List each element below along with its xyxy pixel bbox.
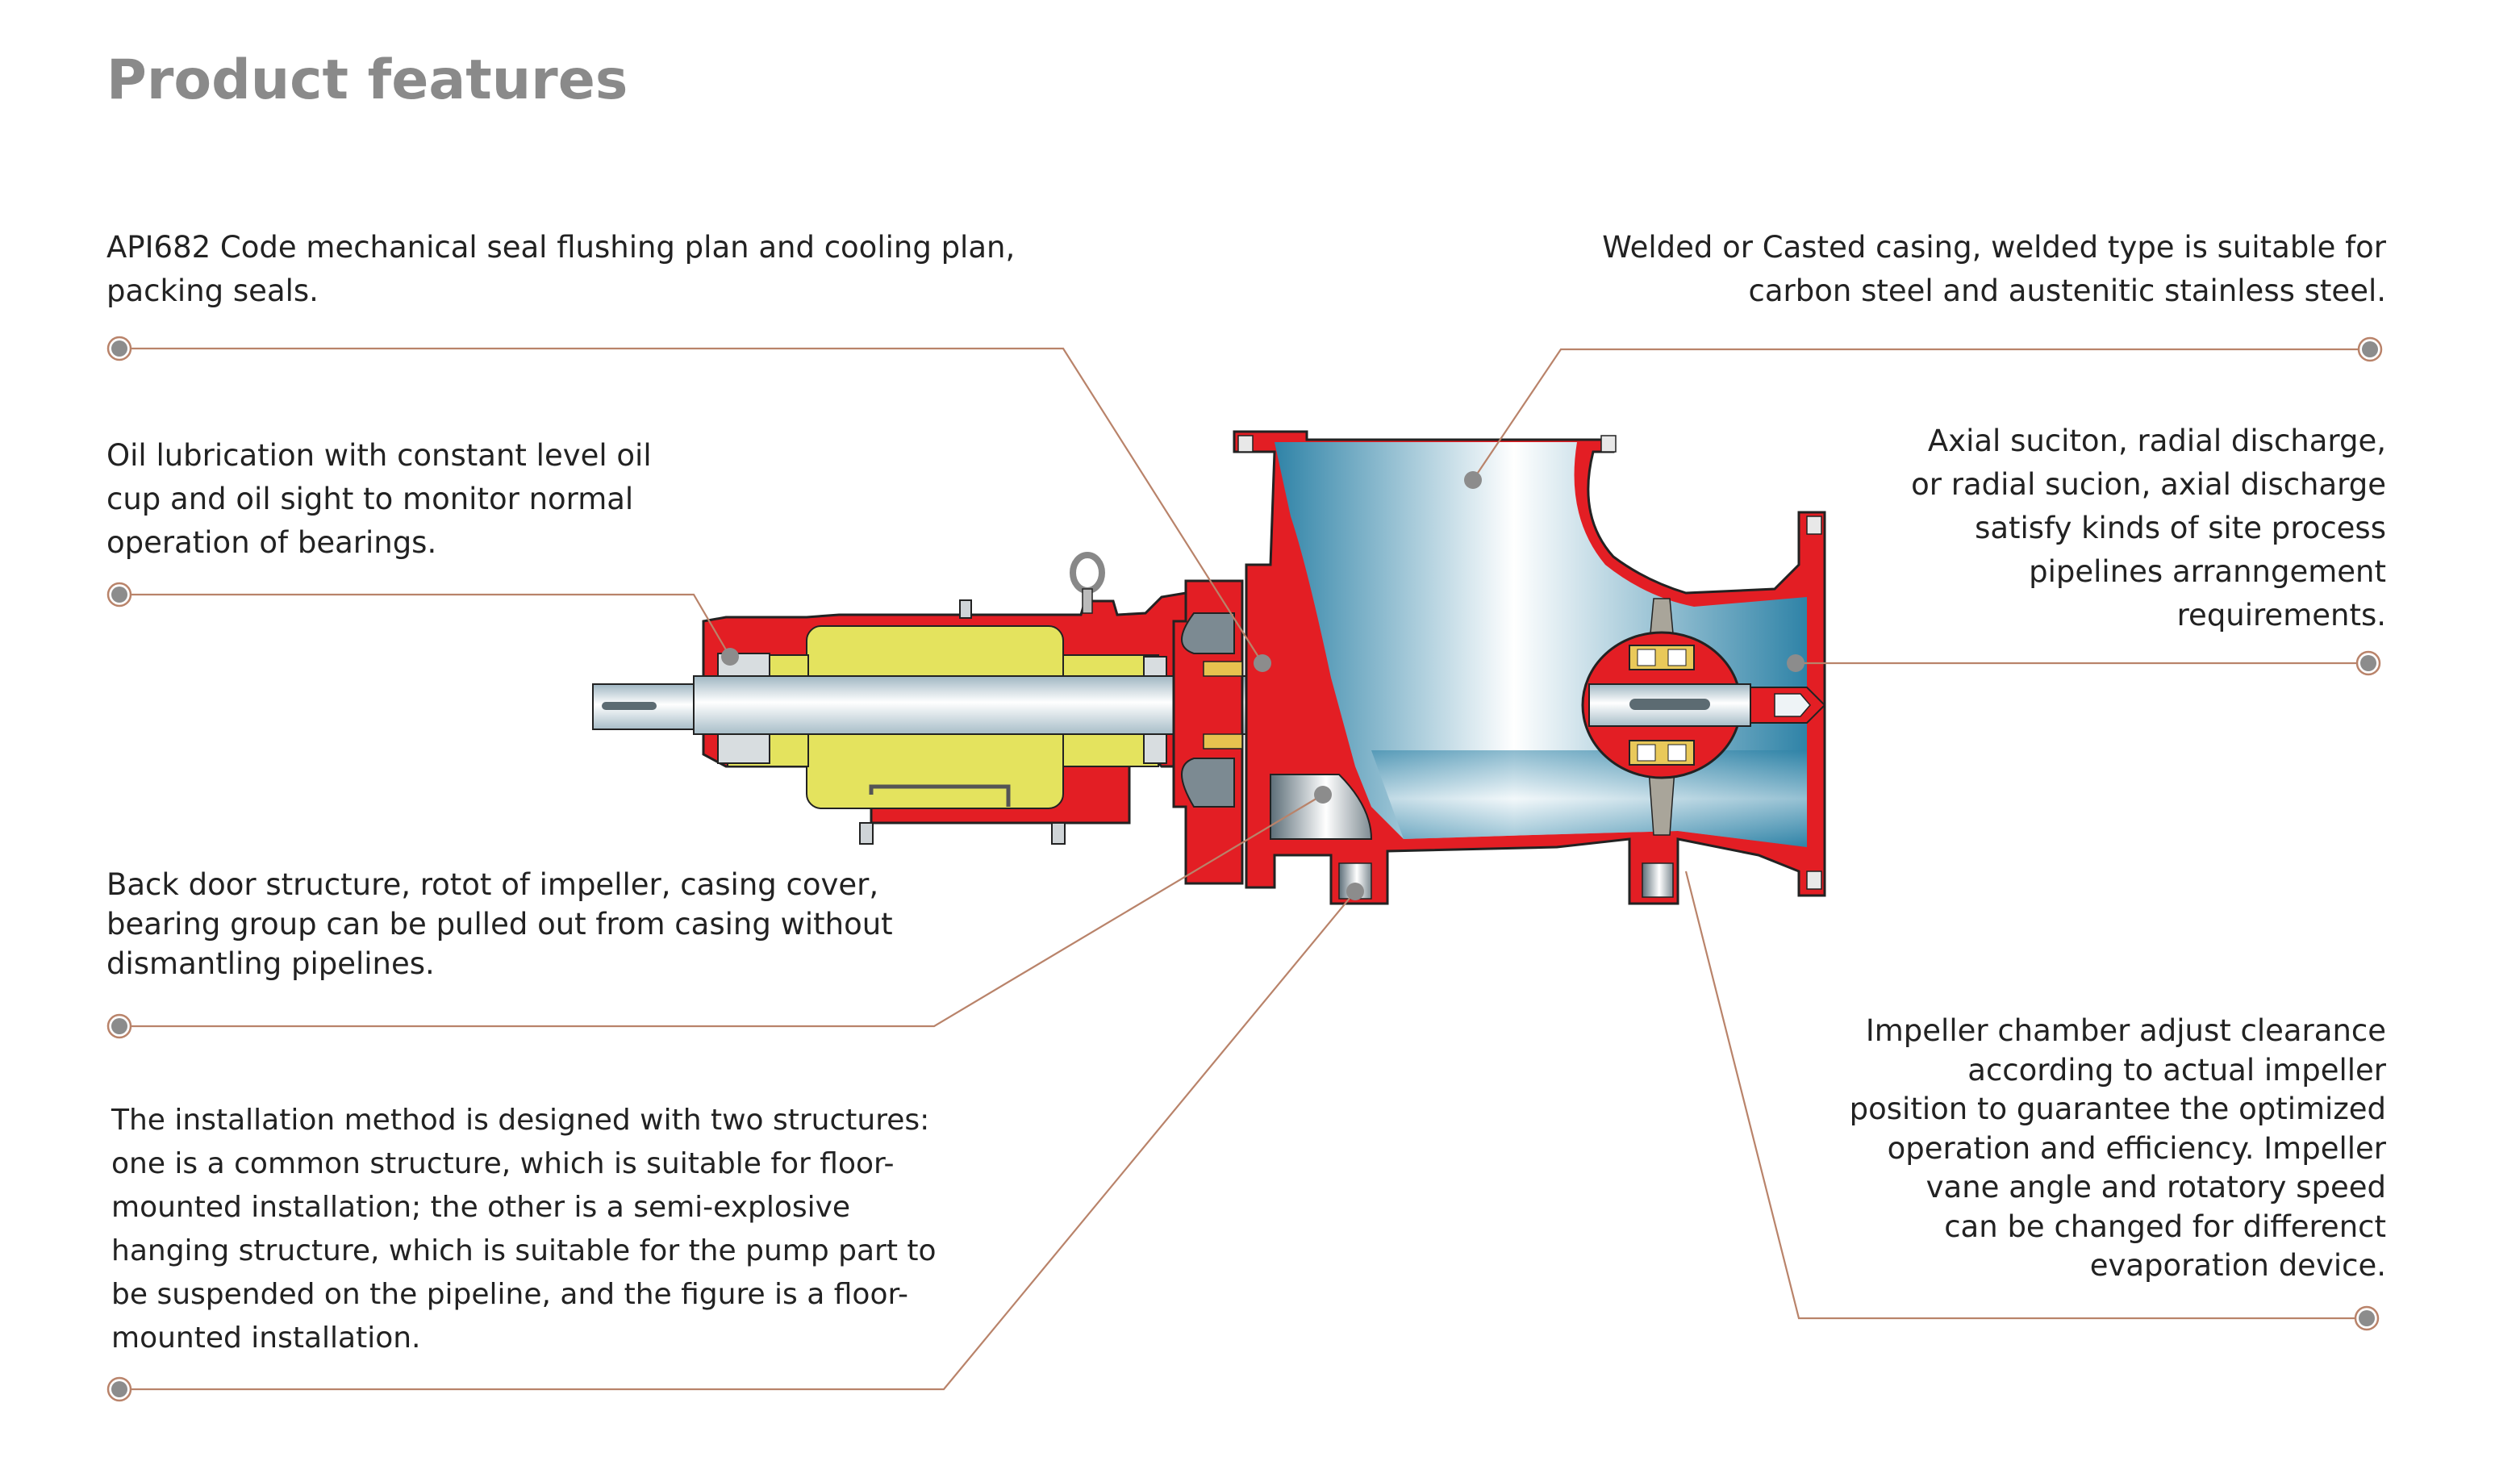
- callout-line: packing seals.: [106, 273, 319, 308]
- marker-seal-icon: [106, 336, 132, 361]
- mechanical-seal: [1203, 661, 1243, 677]
- callout-line: mounted installation; the other is a sem…: [111, 1191, 851, 1224]
- connector-lines: [127, 347, 2368, 1391]
- callout-line: requirements.: [2176, 598, 2386, 633]
- callout-line: API682 Code mechanical seal flushing pla…: [106, 230, 1016, 265]
- callout-line: vane angle and rotatory speed: [1925, 1170, 2386, 1205]
- callout-line: mounted installation.: [111, 1321, 421, 1355]
- callout-line: can be changed for differenct: [1944, 1209, 2386, 1244]
- connector-seal: [127, 347, 1263, 664]
- callout-line: according to actual impeller: [1967, 1052, 2386, 1088]
- anchor-dot: [721, 648, 739, 666]
- callout-impeller: Impeller chamber adjust clearance accord…: [1850, 1012, 2386, 1286]
- callout-line: one is a common structure, which is suit…: [111, 1147, 895, 1180]
- marker-lubrication-icon: [106, 582, 132, 607]
- connector-back-door: [127, 794, 1324, 1028]
- callout-line: evaporation device.: [2089, 1248, 2386, 1283]
- drain-plug: [859, 822, 874, 845]
- callout-line: or radial sucion, axial discharge: [1911, 467, 2386, 502]
- page-title: Product features: [106, 48, 628, 112]
- keyway: [602, 702, 657, 710]
- callout-back-door: Back door structure, rotot of impeller, …: [106, 865, 893, 983]
- callout-seal: API682 Code mechanical seal flushing pla…: [106, 226, 1015, 313]
- callout-suction: Axial suciton, radial discharge, or radi…: [1911, 420, 2386, 637]
- drain-plug: [1051, 822, 1066, 845]
- callout-line: dismantling pipelines.: [106, 946, 435, 981]
- callout-line: pipelines arranngement: [2029, 554, 2386, 589]
- marker-back-door-icon: [106, 1013, 132, 1039]
- callout-line: Oil lubrication with constant level oil: [106, 438, 652, 473]
- callout-line: be suspended on the pipeline, and the fi…: [111, 1278, 908, 1311]
- callout-line: hanging structure, which is suitable for…: [111, 1234, 937, 1267]
- callout-line: cup and oil sight to monitor normal: [106, 482, 634, 516]
- mechanical-seal: [1203, 733, 1243, 749]
- anchor-dot: [1787, 654, 1804, 672]
- connector-impeller: [1684, 871, 2368, 1320]
- marker-casing-icon: [2357, 336, 2383, 362]
- connector-installation: [127, 891, 1356, 1391]
- callout-line: bearing group can be pulled out from cas…: [106, 907, 893, 941]
- callout-line: operation and efficiency. Impeller: [1887, 1130, 2386, 1166]
- anchor-dot: [1346, 883, 1364, 900]
- impeller: [1581, 598, 1826, 836]
- bearing: [1143, 730, 1167, 764]
- pump-casing: [1233, 430, 1826, 905]
- callout-installation: The installation method is designed with…: [111, 1099, 937, 1360]
- casing-cover: [1172, 579, 1244, 885]
- callout-line: Back door structure, rotot of impeller, …: [106, 867, 879, 902]
- callout-casing: Welded or Casted casing, welded type is …: [1602, 226, 2386, 313]
- anchor-dot: [1254, 654, 1271, 672]
- anchor-dot: [1314, 786, 1332, 804]
- callout-line: position to guarantee the optimized: [1849, 1092, 2386, 1126]
- callout-line: Impeller chamber adjust clearance: [1865, 1013, 2386, 1048]
- marker-suction-icon: [2355, 650, 2381, 676]
- support-foot: [1338, 862, 1372, 900]
- callout-line: The installation method is designed with…: [111, 1104, 930, 1137]
- marker-impeller-icon: [2354, 1305, 2380, 1331]
- callout-line: carbon steel and austenitic stainless st…: [1748, 273, 2386, 308]
- connector-casing: [1472, 348, 2368, 481]
- lifting-eye-icon: [1070, 552, 1105, 614]
- keyway: [1629, 699, 1710, 710]
- marker-installation-icon: [106, 1376, 132, 1402]
- support-foot: [1642, 862, 1674, 898]
- anchor-dots: [721, 471, 1804, 900]
- connector-lubrication: [127, 593, 731, 658]
- vent-plug: [959, 599, 972, 619]
- anchor-dot: [1464, 471, 1482, 489]
- callout-markers: [106, 336, 2383, 1402]
- callout-line: Welded or Casted casing, welded type is …: [1602, 230, 2386, 265]
- callout-line: Axial suciton, radial discharge,: [1927, 424, 2386, 458]
- callout-line: operation of bearings.: [106, 525, 437, 560]
- callout-line: satisfy kinds of site process: [1975, 511, 2386, 545]
- casing-cavity: [1270, 774, 1373, 840]
- callout-lubrication: Oil lubrication with constant level oil …: [106, 434, 652, 565]
